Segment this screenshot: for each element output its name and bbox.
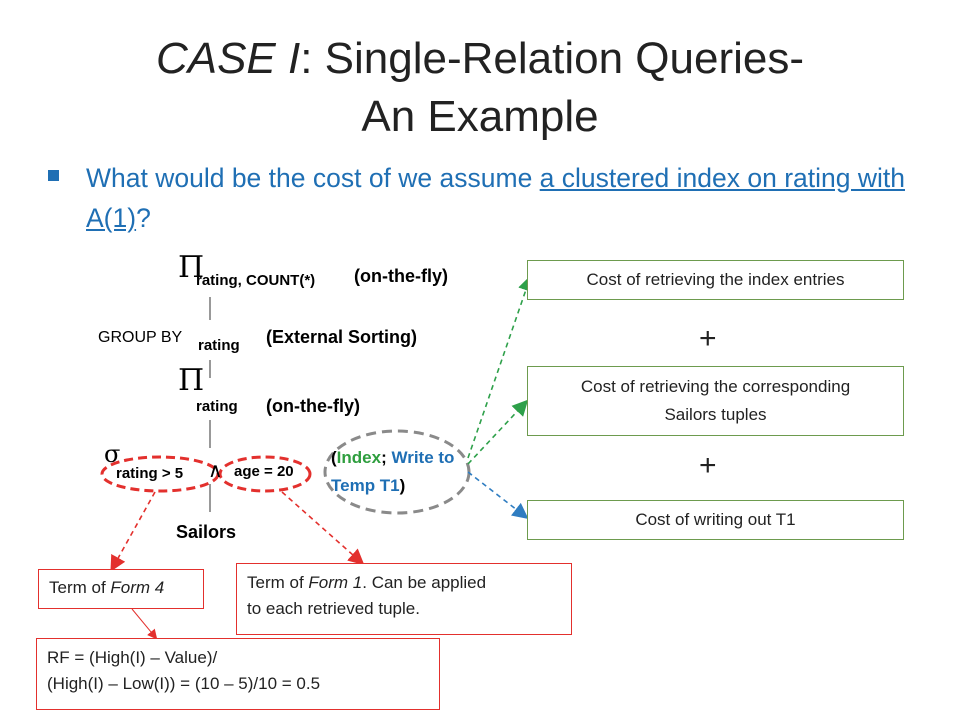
and-symbol-icon: ∧ [208, 460, 223, 482]
arrow-to-index-entries [467, 274, 534, 459]
selection-right: age = 20 [234, 463, 294, 480]
form4-italic: Form 4 [110, 578, 165, 597]
cost-sailors-tuples-box: Cost of retrieving the corresponding Sai… [527, 366, 904, 436]
bullet-prefix: What would be the cost of we assume [86, 163, 540, 193]
cost-index-entries-box: Cost of retrieving the index entries [527, 260, 904, 300]
bullet-underlined: a clustered index on rating with A(1) [86, 163, 905, 233]
form1-line2: to each retrieved tuple. [247, 599, 420, 618]
rf-formula-box: RF = (High(I) – Value)/ (High(I) – Low(I… [36, 638, 440, 710]
rf-line2: (High(I) – Low(I)) = (10 – 5)/10 = 0.5 [47, 674, 321, 693]
note-open-paren: ( [331, 448, 337, 467]
selection-note: (Index; Write to Temp T1) [331, 444, 471, 500]
projection-mid-attr: rating [196, 398, 238, 415]
form1-suffix: . Can be applied [362, 573, 487, 592]
cost-sailors-line1: Cost of retrieving the corresponding [580, 377, 851, 396]
arrow-to-write-t1 [467, 471, 529, 519]
note-close-paren: ) [399, 476, 406, 495]
arrow-to-sailors-tuples [467, 399, 529, 465]
predicate-age-ellipse [218, 455, 312, 493]
rf-line1: RF = (High(I) – Value)/ [47, 648, 218, 667]
pi-symbol-mid-icon: Π [178, 363, 205, 398]
pi-symbol-icon: Π [178, 250, 205, 285]
sigma-symbol-icon: σ [104, 440, 121, 468]
title-italic-case: CASE I [155, 34, 301, 83]
selection-left: rating > 5 [116, 465, 184, 482]
cost-sailors-line2: Sailors tuples [664, 405, 767, 424]
cost-write-t1-box: Cost of writing out T1 [527, 500, 904, 540]
predicate-rating-ellipse [100, 455, 220, 493]
title-line1-rest: : Single-Relation Queries- [300, 34, 805, 83]
projection-top-attrs: rating, COUNT(*) [196, 272, 316, 289]
projection-top: Π [178, 250, 204, 285]
form1-prefix: Term of [247, 573, 309, 592]
form4-prefix: Term of [49, 578, 111, 597]
bullet-suffix: ? [136, 203, 151, 233]
projection-mid-note: (on-the-fly) [266, 396, 360, 416]
note-sep: ; [381, 448, 392, 467]
arrow-to-form4 [110, 491, 156, 572]
title-line2: An Example [361, 92, 599, 141]
plus-sign-2: + [699, 449, 717, 482]
relation-sailors: Sailors [176, 522, 237, 542]
note-index: Index [336, 448, 382, 467]
arrow-to-rf [131, 608, 158, 640]
bullet-square-icon [48, 170, 59, 181]
note-write: Write to Temp T1 [331, 448, 455, 495]
slide-title: CASE I: Single-Relation Queries- An Exam… [0, 30, 960, 146]
groupby-label: GROUP BY [98, 329, 183, 346]
projection-mid: Π [178, 363, 204, 398]
arrow-to-form1 [281, 491, 365, 566]
groupby-note: (External Sorting) [266, 327, 418, 347]
plus-sign-1: + [699, 322, 717, 355]
projection-top-note: (on-the-fly) [354, 266, 448, 286]
groupby-attr: rating [198, 337, 240, 354]
form1-italic: Form 1 [308, 573, 363, 592]
bullet-question: What would be the cost of we assume a cl… [86, 158, 926, 238]
term-form4-box: Term of Form 4 [38, 569, 204, 609]
term-form1-box: Term of Form 1. Can be applied to each r… [236, 563, 572, 635]
